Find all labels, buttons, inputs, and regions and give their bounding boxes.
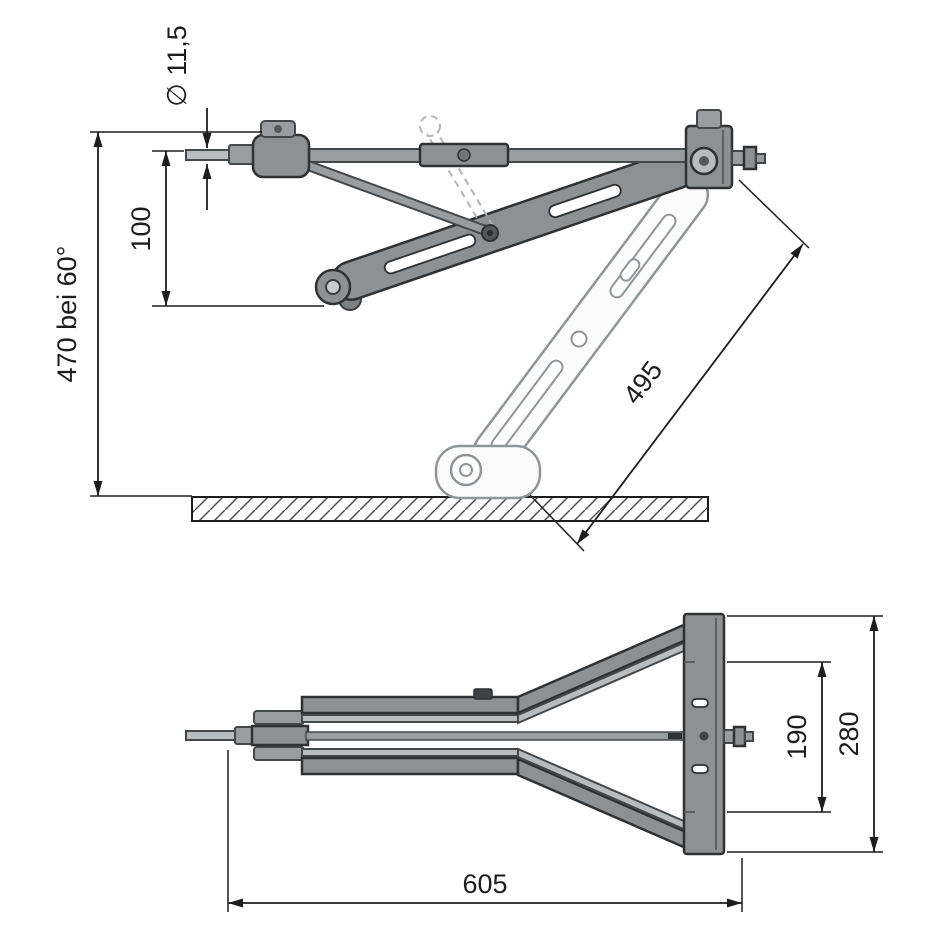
ghost-handle-knob <box>419 115 441 137</box>
dimension-190: 190 <box>727 661 831 813</box>
bracket-top-lug <box>696 109 722 129</box>
crank-input-rod-top <box>185 730 239 741</box>
scissor-arms-top <box>300 622 689 850</box>
arm-center-bolt-hole <box>487 230 493 236</box>
top-bolt-tip <box>744 731 754 742</box>
crank-handle-bar <box>300 160 488 234</box>
dimension-605: 605 <box>227 750 743 912</box>
top-view: 190 280 605 <box>185 612 883 912</box>
dim-label-diameter: ∅ 11,5 <box>162 25 192 107</box>
dim-label-605: 605 <box>462 869 507 899</box>
extension-line <box>529 494 585 552</box>
plate-slot-lower <box>691 764 709 774</box>
ground-plate <box>191 496 709 522</box>
crank-handle <box>298 158 499 242</box>
gear-housing-top <box>250 724 310 747</box>
upper-arm-slot-left <box>383 233 477 275</box>
ghost-handle-edge <box>426 133 484 229</box>
top-bolt-shaft <box>723 729 735 744</box>
dim-label-470: 470 bei 60° <box>52 246 82 383</box>
dim-label-280: 280 <box>834 711 864 756</box>
gear-housing <box>251 133 311 179</box>
dim-line <box>576 243 804 545</box>
crank-gear-assembly <box>185 120 311 179</box>
handle-prong-upper <box>253 710 305 725</box>
arm-strip-lower <box>301 748 519 757</box>
dimension-280: 280 <box>727 615 883 853</box>
spindle <box>297 142 691 168</box>
plate-center-hole <box>699 731 709 741</box>
dimension-100: 100 <box>126 150 324 307</box>
spindle-end-mark <box>668 733 682 739</box>
crank-coupler <box>228 144 256 165</box>
ghost-handle-edge <box>436 131 494 227</box>
arm-end-pivot-hole <box>325 279 341 295</box>
upper-arm-slot-right <box>548 183 622 219</box>
ghost-handle-position <box>419 115 494 229</box>
v-arm-upper-outer <box>516 622 688 715</box>
lower-arm-hole <box>570 330 588 348</box>
spindle-top <box>305 731 689 741</box>
v-arm-lower-outer <box>516 757 688 850</box>
dim-label-190: 190 <box>782 714 812 759</box>
ground-hatching <box>193 498 707 520</box>
mounting-bracket <box>684 109 766 190</box>
side-bolt-shaft <box>731 150 745 166</box>
arm-bar-lower <box>300 756 520 776</box>
arm-strip-upper <box>301 714 519 723</box>
dim-label-100: 100 <box>126 206 156 251</box>
bracket-pivot-pin <box>699 156 709 166</box>
mounting-plate-top <box>682 612 754 856</box>
top-bolt-nut <box>732 725 747 748</box>
crank-input-rod <box>185 149 233 161</box>
side-view: ∅ 11,5 100 470 bei 60° 495 <box>52 25 810 552</box>
dimension-diameter: ∅ 11,5 <box>162 25 212 210</box>
crank-assembly-top <box>185 710 310 761</box>
plate-slot-upper <box>691 698 709 708</box>
side-bolt-tip <box>755 153 766 164</box>
v-arm-upper-inner <box>517 640 687 725</box>
handle-clamp-pin <box>274 125 282 133</box>
foot-roller-hub <box>459 463 473 477</box>
handle-prong-lower <box>253 746 305 761</box>
side-bolt-nut <box>742 145 758 171</box>
dim-label-495: 495 <box>617 356 668 410</box>
dimension-470: 470 bei 60° <box>52 131 262 497</box>
spindle-bolt <box>457 148 471 162</box>
v-arm-lower-inner <box>517 747 687 832</box>
bolt-nub <box>473 688 493 700</box>
extension-line <box>738 179 810 249</box>
